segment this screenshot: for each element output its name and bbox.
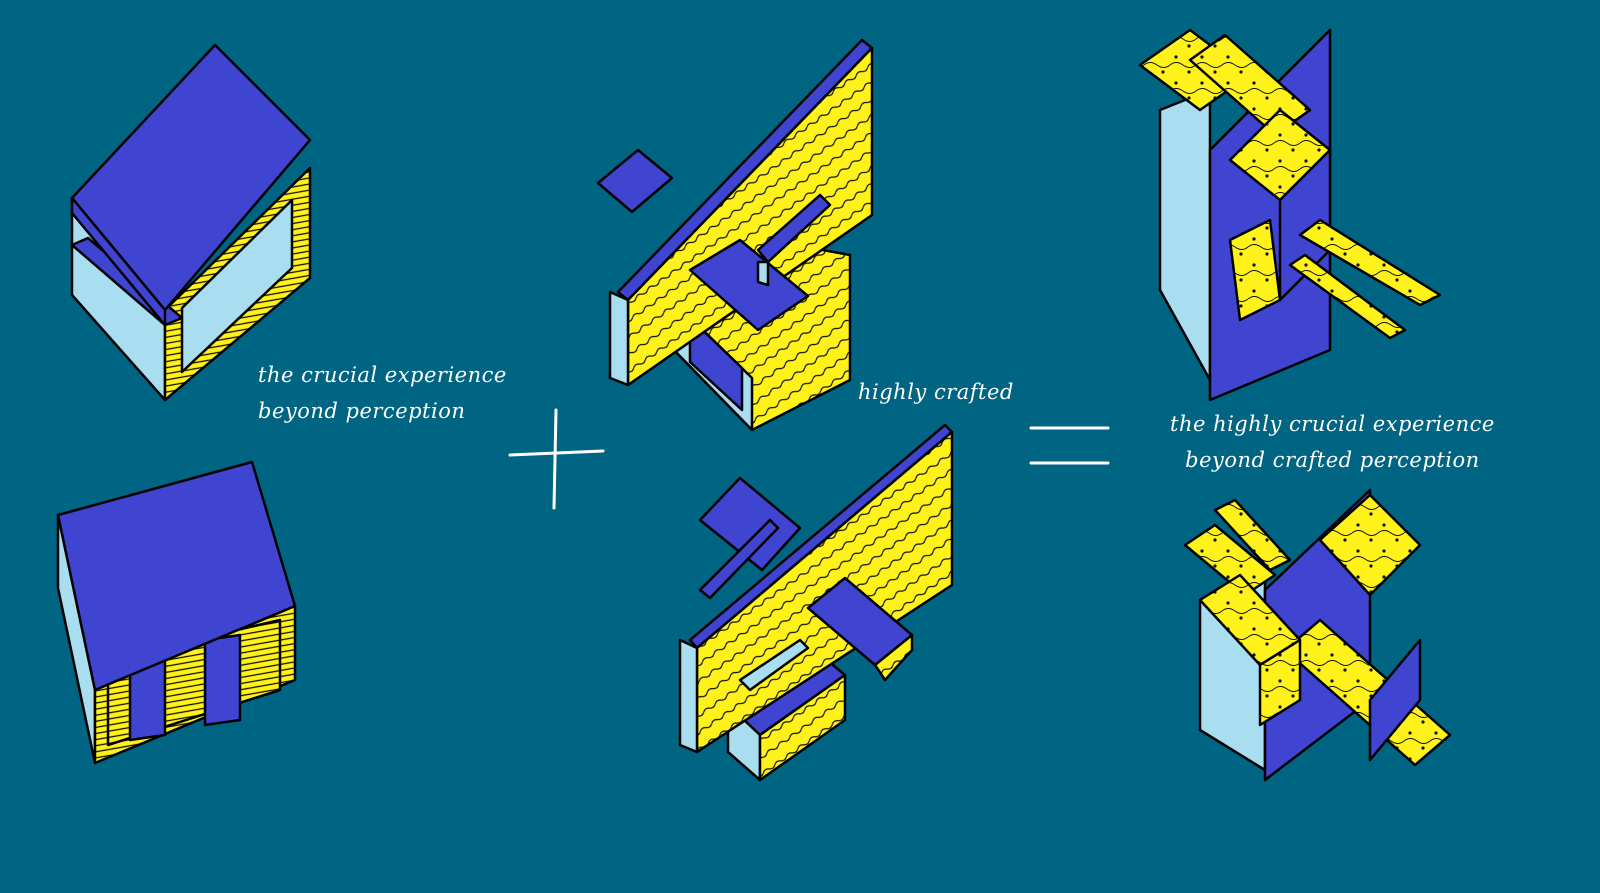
box-top-left <box>70 43 312 402</box>
caption-right-line-1: the highly crucial experience <box>1170 412 1495 436</box>
plus-operator <box>508 408 605 510</box>
caption-right: the highly crucial experience beyond cra… <box>1170 406 1495 478</box>
assembly-right-bottom <box>1183 488 1452 782</box>
box-bottom-left <box>56 460 297 765</box>
caption-middle: highly crafted <box>858 374 1014 410</box>
caption-middle-line-1: highly crafted <box>858 380 1014 404</box>
piece-middle-bottom <box>678 423 954 782</box>
caption-right-line-2: beyond crafted perception <box>1185 448 1480 472</box>
caption-left-line-1: the crucial experience <box>258 363 507 387</box>
piece-middle-top <box>596 38 874 432</box>
assembly-right-top <box>1138 28 1442 402</box>
caption-left-line-2: beyond perception <box>258 399 466 423</box>
caption-left: the crucial experience beyond perception <box>258 357 507 429</box>
equals-operator <box>1029 426 1110 465</box>
